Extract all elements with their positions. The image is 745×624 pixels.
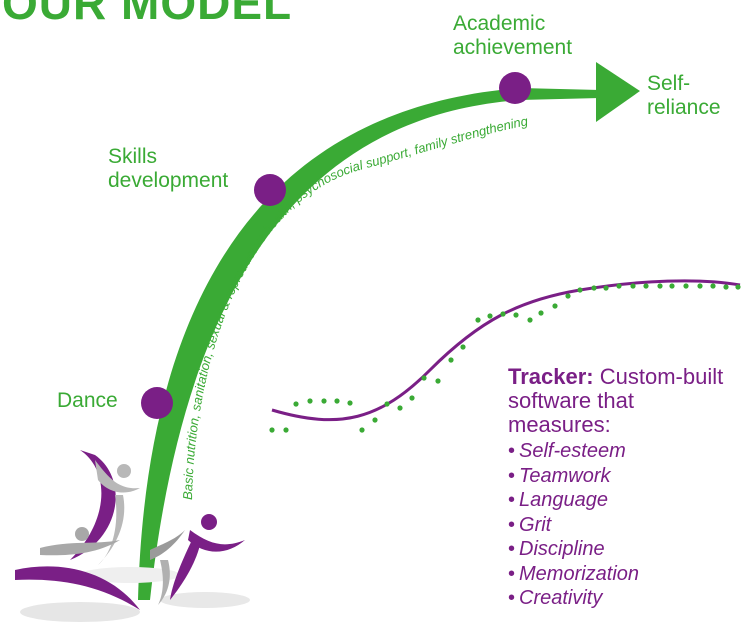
growth-arc bbox=[138, 88, 600, 600]
stage-dot-dance bbox=[141, 387, 173, 419]
tracker-dot bbox=[435, 378, 441, 384]
tracker-dot bbox=[475, 317, 481, 323]
tracker-dot bbox=[723, 284, 729, 290]
tracker-description: Tracker: Custom-built software that meas… bbox=[508, 365, 738, 611]
tracker-dot bbox=[643, 283, 649, 289]
tracker-dot bbox=[657, 283, 663, 289]
page-title: OUR MODEL bbox=[2, 0, 293, 29]
tracker-dot bbox=[293, 401, 299, 407]
tracker-measure-label: Language bbox=[519, 489, 608, 511]
stage-label-skills: Skills development bbox=[108, 145, 229, 192]
tracker-dot bbox=[697, 283, 703, 289]
bullet-icon: • bbox=[508, 587, 516, 609]
stage-label-academic: Academic achievement bbox=[453, 12, 573, 59]
tracker-measure-item: •Teamwork bbox=[508, 464, 738, 489]
tracker-dot bbox=[710, 283, 716, 289]
tracker-dot bbox=[307, 398, 313, 404]
tracker-measure-label: Memorization bbox=[519, 562, 640, 585]
tracker-dot bbox=[347, 400, 353, 406]
tracker-dot bbox=[565, 293, 571, 299]
tracker-dot bbox=[500, 311, 506, 317]
tracker-measures-list: •Self-esteem•Teamwork•Language•Grit•Disc… bbox=[508, 439, 738, 611]
tracker-heading: Tracker: Custom-built software that meas… bbox=[508, 365, 738, 437]
tracker-measure-item: •Memorization bbox=[508, 562, 738, 587]
tracker-dot bbox=[513, 312, 519, 318]
tracker-dot bbox=[591, 285, 597, 291]
tracker-dot bbox=[630, 283, 636, 289]
tracker-dot bbox=[552, 303, 558, 309]
stage-dot-skills bbox=[254, 174, 286, 206]
tracker-measure-item: •Creativity bbox=[508, 586, 738, 611]
tracker-measure-item: •Language bbox=[508, 488, 738, 513]
tracker-dot bbox=[421, 375, 427, 381]
bullet-icon: • bbox=[508, 464, 516, 487]
stage-label-self-reliance: Self-reliance bbox=[647, 72, 721, 119]
tracker-dots bbox=[269, 283, 741, 433]
stage-dot-academic bbox=[499, 72, 531, 104]
tracker-measure-item: •Discipline bbox=[508, 537, 738, 562]
tracker-dot bbox=[616, 283, 622, 289]
tracker-dot bbox=[577, 287, 583, 293]
tracker-measure-item: •Grit bbox=[508, 513, 738, 538]
tracker-dot bbox=[372, 417, 378, 423]
tracker-dot bbox=[603, 285, 609, 291]
tracker-dot bbox=[460, 344, 466, 350]
tracker-dot bbox=[384, 401, 390, 407]
bullet-icon: • bbox=[508, 538, 516, 560]
tracker-measure-label: Grit bbox=[519, 513, 552, 536]
stage-label-dance: Dance bbox=[57, 389, 118, 412]
tracker-dot bbox=[321, 398, 327, 404]
tracker-dot bbox=[397, 405, 403, 411]
tracker-dot bbox=[283, 427, 289, 433]
tracker-dot bbox=[683, 283, 689, 289]
tracker-dot bbox=[538, 310, 544, 316]
arrow-head-icon bbox=[596, 62, 640, 122]
tracker-dot bbox=[359, 427, 365, 433]
tracker-dot bbox=[735, 284, 741, 290]
tracker-measure-item: •Self-esteem bbox=[508, 439, 738, 464]
tracker-dot bbox=[409, 395, 415, 401]
bullet-icon: • bbox=[508, 440, 516, 462]
tracker-measure-label: Discipline bbox=[519, 538, 605, 560]
tracker-heading-bold: Tracker: bbox=[508, 364, 594, 389]
bullet-icon: • bbox=[508, 513, 516, 536]
tracker-dot bbox=[669, 283, 675, 289]
tracker-dot bbox=[527, 317, 533, 323]
tracker-measure-label: Self-esteem bbox=[519, 440, 626, 462]
tracker-heading-rest: Custom-built software that measures: bbox=[508, 364, 724, 437]
dancers-illustration bbox=[15, 450, 250, 622]
tracker-measure-label: Creativity bbox=[519, 587, 603, 609]
tracker-measure-label: Teamwork bbox=[519, 464, 611, 487]
tracker-dot bbox=[448, 357, 454, 363]
bullet-icon: • bbox=[508, 489, 516, 511]
tracker-curve bbox=[271, 279, 741, 422]
tracker-dot bbox=[334, 398, 340, 404]
tracker-dot bbox=[269, 427, 275, 433]
tracker-dot bbox=[487, 313, 493, 319]
bullet-icon: • bbox=[508, 562, 516, 585]
